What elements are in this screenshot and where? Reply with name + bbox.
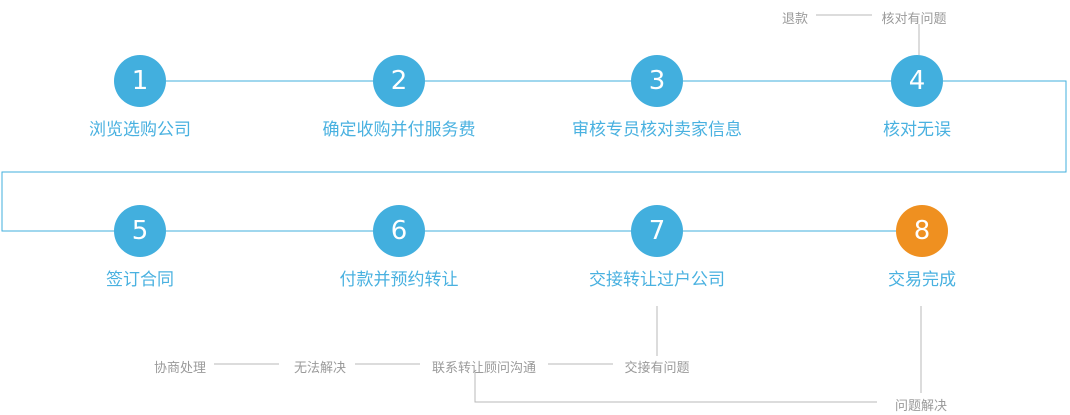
step-label-8: 交易完成 [888,270,956,290]
step-label-3: 审核专员核对卖家信息 [572,120,742,140]
step-label-1: 浏览选购公司 [89,120,191,140]
step-number-3[interactable]: 3 [631,55,683,107]
step-label-4: 核对无误 [883,120,951,140]
step-number-7[interactable]: 7 [631,205,683,257]
annotation-issue-resolved: 问题解决 [894,399,948,414]
annotation-contact-advisor: 联系转让顾问沟通 [431,361,537,376]
annotation-line-resolved-path [474,372,877,403]
annotation-unresolved: 无法解决 [293,361,347,376]
step-number-4[interactable]: 4 [891,55,943,107]
step-number-6[interactable]: 6 [373,205,425,257]
step-number-5[interactable]: 5 [114,205,166,257]
annotation-refund: 退款 [781,12,809,27]
annotation-handover-issue: 交接有问题 [624,361,690,376]
step-label-2: 确定收购并付服务费 [322,120,476,140]
step-number-8[interactable]: 8 [896,205,948,257]
step-number-1[interactable]: 1 [114,55,166,107]
annotation-check-issue: 核对有问题 [881,12,947,27]
step-label-7: 交接转让过户公司 [589,270,725,290]
step-number-2[interactable]: 2 [373,55,425,107]
annotation-negotiate: 协商处理 [153,361,207,376]
step-label-5: 签订合同 [106,270,174,290]
step-label-6: 付款并预约转让 [339,270,459,290]
